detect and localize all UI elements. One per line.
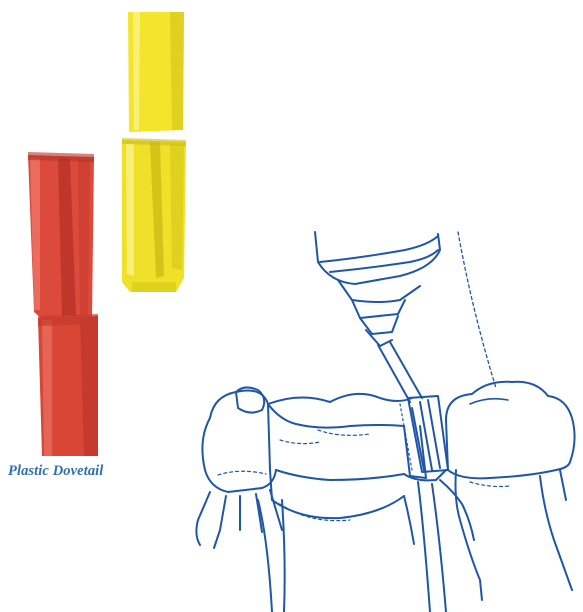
plastic-dovetail-photo [0,0,210,460]
dovetail-preparation-illustration [188,228,583,612]
red-dovetail-pattern [28,152,98,456]
right-tooth [446,382,575,600]
left-tooth [196,387,282,548]
bur [378,342,448,472]
alveolar-ridge [258,480,474,612]
photo-caption: Plastic Dovetail [8,463,103,480]
yellow-dovetail-pattern [122,12,186,292]
dental-handpiece [315,232,440,346]
pontic-bar [268,394,412,521]
